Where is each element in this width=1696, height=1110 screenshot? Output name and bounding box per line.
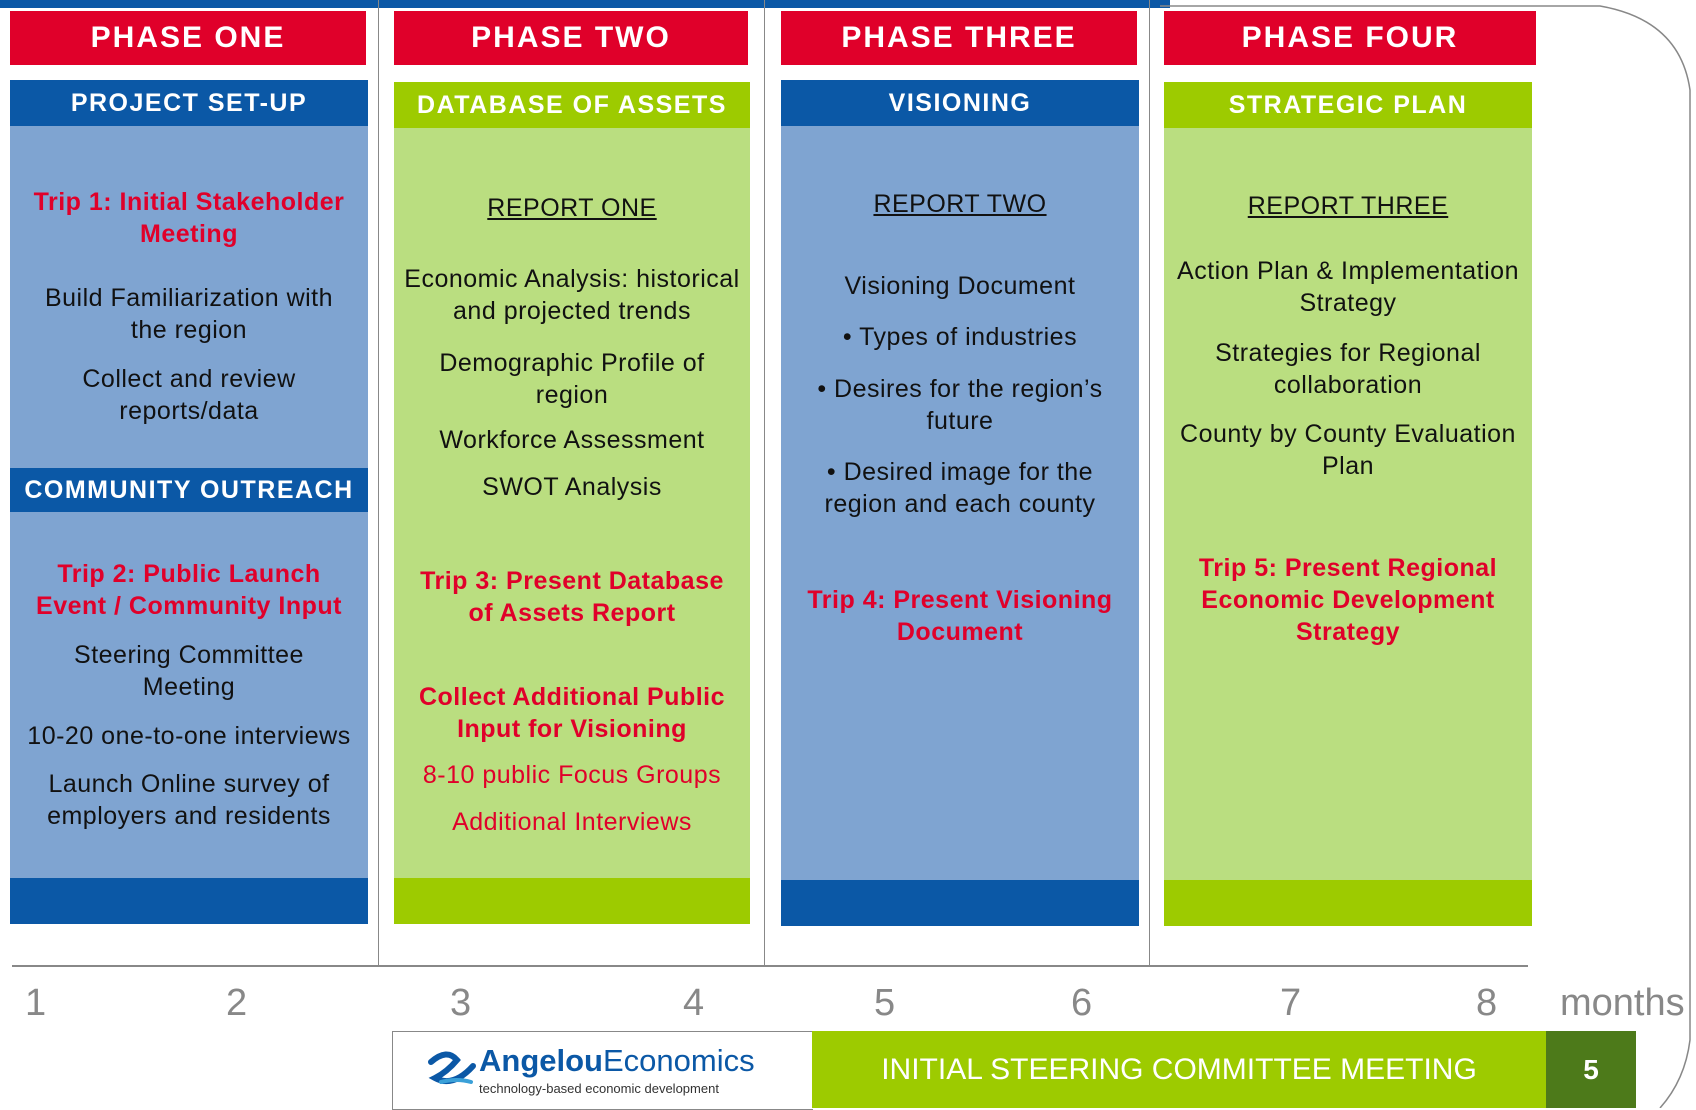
report-one-title: REPORT ONE — [487, 194, 657, 222]
month-tick: 7 — [1280, 982, 1302, 1024]
months-label: months — [1560, 982, 1685, 1024]
report-three-title: REPORT THREE — [1247, 192, 1449, 220]
slide-frame-curve — [1160, 5, 1691, 1108]
task-item: Steering Committee Meeting — [74, 641, 304, 701]
phase-one-panel-bottom — [10, 512, 368, 878]
logo-tagline: technology-based economic development — [479, 1081, 719, 1096]
database-of-assets-header: DATABASE OF ASSETS — [394, 82, 750, 128]
phase-one-header: PHASE ONE — [10, 11, 366, 65]
task-item: • Types of industries — [842, 323, 1078, 351]
phase-divider — [1149, 0, 1150, 965]
phase-three-footer-bar — [781, 880, 1139, 926]
company-logo: AngelouEconomics technology-based econom… — [392, 1031, 813, 1110]
phase-one-panel-top — [10, 126, 368, 468]
phase-one-footer-bar — [10, 878, 368, 924]
task-item: County by County Evaluation Plan — [1180, 420, 1516, 480]
phase-two-footer-bar — [394, 878, 750, 924]
phase-three-panel — [781, 126, 1139, 880]
collect-public-input: Collect Additional Public Input for Visi… — [418, 683, 726, 743]
month-tick: 5 — [874, 982, 896, 1024]
month-tick: 2 — [226, 982, 248, 1024]
task-item: 10-20 one-to-one interviews — [27, 722, 351, 750]
phase-three-header: PHASE THREE — [781, 11, 1137, 65]
task-item: Demographic Profile of region — [439, 349, 705, 409]
task-item: • Desired image for the region and each … — [824, 458, 1096, 518]
community-outreach-header: COMMUNITY OUTREACH — [10, 468, 368, 512]
phase-divider — [378, 0, 379, 965]
report-two-title: REPORT TWO — [873, 190, 1047, 218]
phase-divider — [764, 0, 765, 965]
logo-name-bold: Angelou — [479, 1043, 603, 1078]
month-tick: 8 — [1476, 982, 1498, 1024]
phase-two-header: PHASE TWO — [394, 11, 748, 65]
task-item: Action Plan & Implementation Strategy — [1177, 257, 1519, 317]
task-item: • Desires for the region’s future — [817, 375, 1103, 435]
logo-swirl-icon — [428, 1051, 476, 1084]
task-item: Build Familiarization with the region — [44, 284, 334, 344]
slide-title: INITIAL STEERING COMMITTEE MEETING — [812, 1031, 1546, 1108]
timeline-axis — [12, 965, 1528, 967]
visioning-header: VISIONING — [781, 80, 1139, 126]
trip-2: Trip 2: Public Launch Event / Community … — [36, 560, 342, 620]
additional-interviews: Additional Interviews — [452, 808, 692, 836]
phase-four-header: PHASE FOUR — [1164, 11, 1536, 65]
trip-4: Trip 4: Present Visioning Document — [807, 586, 1113, 646]
page-number: 5 — [1546, 1031, 1636, 1108]
trip-1: Trip 1: Initial Stakeholder Meeting — [33, 188, 345, 248]
trip-5: Trip 5: Present Regional Economic Develo… — [1198, 554, 1498, 646]
phase-four-footer-bar — [1164, 880, 1532, 926]
task-item: Visioning Document — [844, 272, 1076, 300]
strategic-plan-header: STRATEGIC PLAN — [1164, 82, 1532, 128]
project-setup-header: PROJECT SET-UP — [10, 80, 368, 126]
logo-name-rest: Economics — [603, 1043, 755, 1078]
task-item: Strategies for Regional collaboration — [1215, 339, 1481, 399]
trip-3: Trip 3: Present Database of Assets Repor… — [420, 567, 724, 627]
focus-groups: 8-10 public Focus Groups — [422, 761, 722, 789]
task-item: Collect and review reports/data — [82, 365, 296, 425]
task-item: SWOT Analysis — [482, 473, 662, 501]
phase-two-panel — [394, 128, 750, 878]
month-tick: 1 — [25, 982, 47, 1024]
task-item: Launch Online survey of employers and re… — [47, 770, 331, 830]
phase-four-panel — [1164, 128, 1532, 880]
month-tick: 3 — [450, 982, 472, 1024]
month-tick: 6 — [1071, 982, 1093, 1024]
task-item: Economic Analysis: historical and projec… — [404, 265, 740, 325]
task-item: Workforce Assessment — [439, 426, 705, 454]
month-tick: 4 — [683, 982, 705, 1024]
top-accent-bar — [0, 0, 1170, 8]
